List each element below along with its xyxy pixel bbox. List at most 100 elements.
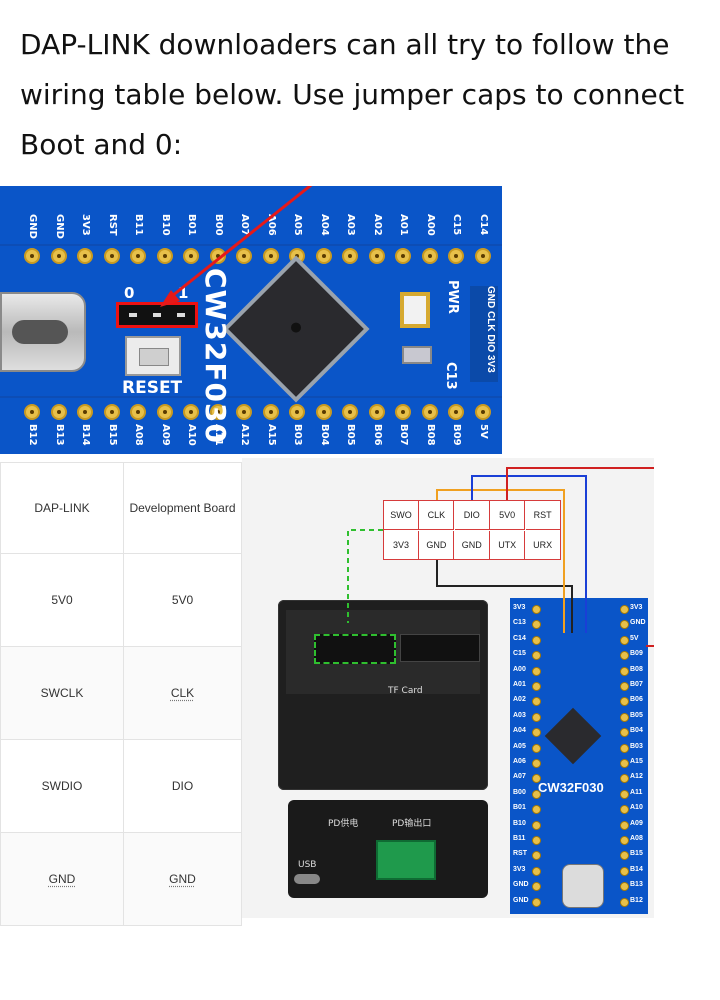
pin-pad <box>448 248 464 264</box>
table-row: GND GND <box>0 832 242 926</box>
board-pin-pad <box>620 697 629 707</box>
board-pin-pad <box>620 820 629 830</box>
grid-cell: UTX <box>490 530 526 560</box>
cell: SWCLK <box>0 646 124 740</box>
board-pin-label: B11 <box>513 835 526 842</box>
pin-pad <box>342 404 358 420</box>
board-pin-pad <box>620 882 629 892</box>
board-pin-pad <box>620 789 629 799</box>
board-pin-label: 3V3 <box>513 865 526 873</box>
grid-cell: URX <box>525 530 561 560</box>
wiring-table: DAP-LINK Development Board 5V0 5V0 SWCLK… <box>0 462 242 926</box>
grid-cell: RST <box>525 501 561 530</box>
pin-pad <box>421 248 438 264</box>
board-pin-pad <box>532 728 541 738</box>
board-pin-pad <box>532 712 541 722</box>
pd-output-terminal <box>376 840 436 880</box>
usb-label: USB <box>298 860 317 870</box>
board-pin-pad <box>532 866 541 876</box>
board-pin-pad <box>620 682 629 691</box>
board-pin-label: A04 <box>513 727 526 735</box>
board-pin-pad <box>532 635 541 645</box>
board-pin-pad <box>532 605 541 614</box>
uart-header <box>400 634 480 662</box>
board-pin-label: B14 <box>630 865 643 873</box>
cell: 5V0 <box>123 553 242 647</box>
pin-pad <box>315 404 332 420</box>
cell: 5V0 <box>0 553 124 647</box>
pin-pad <box>50 248 67 264</box>
board-pin-label: A09 <box>630 819 643 827</box>
pd-power-label: PD供电 <box>328 819 359 829</box>
board-pin-label: A05 <box>513 742 526 750</box>
board-pin-label: A12 <box>630 773 643 781</box>
pin-pad <box>103 248 120 264</box>
board-pin-pad <box>620 836 629 845</box>
small-component <box>402 346 432 364</box>
cell: GND <box>123 832 242 926</box>
wires <box>347 467 654 647</box>
grid-cell: GND <box>419 530 455 560</box>
daplink-device-top: TF Card <box>278 600 488 790</box>
usb-c-port <box>0 292 86 372</box>
board-pin-pad <box>620 635 629 645</box>
board-pin-pad <box>532 897 541 907</box>
pin-pad <box>209 404 226 420</box>
board-pin-label: 3V3 <box>630 604 643 611</box>
pd-output-label: PD输出口 <box>392 819 432 829</box>
board-pin-label: B10 <box>513 819 526 827</box>
board-pin-label: A07 <box>513 773 526 781</box>
board-pin-pad <box>532 820 541 830</box>
jumper-label-1: 1 <box>178 284 189 302</box>
pin-pad <box>262 404 279 420</box>
board-pin-label: C15 <box>513 650 526 658</box>
jumper-label-0: 0 <box>124 284 135 302</box>
board-pin-pad <box>532 789 541 799</box>
board-pin-pad <box>532 651 541 661</box>
swd-header <box>314 634 396 664</box>
pin-pad <box>395 404 411 420</box>
pin-pad <box>130 404 146 420</box>
board-pin-label: A00 <box>513 665 526 673</box>
pin-pad <box>24 404 40 420</box>
board-pin-pad <box>620 651 629 661</box>
board-pin-pad <box>532 743 541 753</box>
board-pin-pad <box>620 866 629 876</box>
board-pin-label: B01 <box>513 804 526 812</box>
board-pin-pad <box>620 805 629 815</box>
pin-pad <box>183 248 199 264</box>
pin-pad <box>183 404 199 420</box>
small-board-usbc <box>562 864 604 908</box>
pin-pad <box>77 404 93 420</box>
board-pin-label: A02 <box>513 696 526 704</box>
cell: GND <box>0 832 124 926</box>
board-pin-label: B00 <box>513 788 526 796</box>
board-pin-label: B09 <box>630 650 643 658</box>
pin-pad <box>315 248 332 264</box>
board-pin-pad <box>532 851 541 861</box>
board-pin-label: B04 <box>630 727 643 735</box>
reset-button-graphic <box>125 336 181 376</box>
pin-pad <box>474 404 491 420</box>
board-pin-label: B08 <box>630 665 643 673</box>
board-pin-label: C13 <box>513 619 526 627</box>
table-row: SWCLK CLK <box>0 646 242 740</box>
pin-pad <box>209 248 226 264</box>
board-pin-label: A06 <box>513 758 526 765</box>
board-pin-label: 5V <box>630 634 639 642</box>
intro-text: DAP-LINK downloaders can all try to foll… <box>20 28 685 161</box>
board-pin-pad <box>620 897 629 907</box>
cell: SWDIO <box>0 739 124 833</box>
pin-pad <box>474 248 491 264</box>
mcu-chip <box>228 261 364 397</box>
board-pin-pad <box>532 882 541 892</box>
pin-pad <box>156 404 173 420</box>
pin-pad <box>103 404 120 420</box>
table-row: SWDIO DIO <box>0 739 242 833</box>
board-pin-label: B13 <box>630 881 643 889</box>
tf-card-label: TF Card <box>388 686 423 696</box>
pin-pad <box>156 248 173 264</box>
pin-pad <box>24 248 40 264</box>
